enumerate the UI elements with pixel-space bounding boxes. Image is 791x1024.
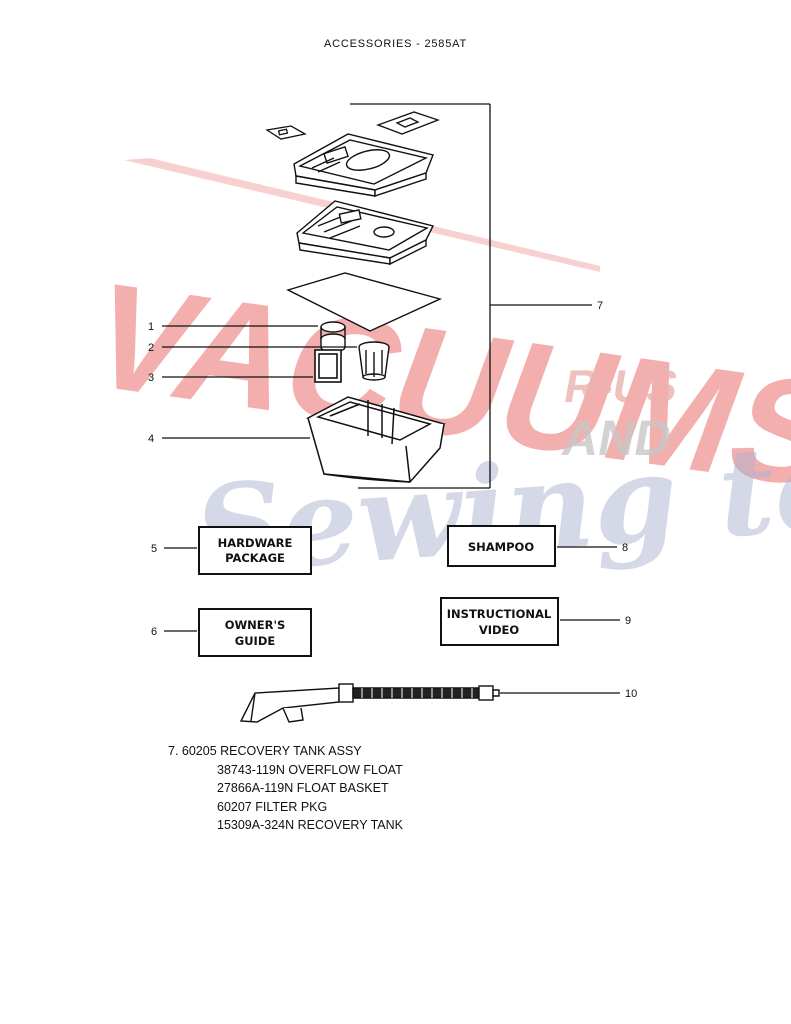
small-gasket-plate	[265, 125, 307, 140]
page-title: ACCESSORIES - 2585AT	[324, 38, 467, 50]
owners-guide-label-line2: GUIDE	[235, 634, 276, 648]
instructional-video-box: INSTRUCTIONAL VIDEO	[440, 597, 559, 646]
hardware-label-line2: PACKAGE	[225, 551, 285, 565]
recovery-tank	[305, 396, 446, 483]
owners-guide-label-line1: OWNER'S	[225, 618, 286, 632]
callout-7-bracket	[350, 103, 592, 489]
filter-sheet	[286, 272, 443, 332]
callout-2: 2	[148, 342, 154, 354]
callout-10: 10	[625, 688, 637, 700]
float-basket	[358, 341, 390, 381]
callout-3: 3	[148, 372, 154, 384]
shampoo-box: SHAMPOO	[447, 525, 556, 567]
parts-list-item: 60207 FILTER PKG	[217, 799, 328, 814]
recovery-tank-lid	[293, 133, 434, 197]
callout-1: 1	[148, 321, 154, 333]
callout-9: 9	[625, 615, 631, 627]
callout-8: 8	[622, 542, 628, 554]
callout-5: 5	[151, 543, 157, 555]
owners-guide-box: OWNER'S GUIDE	[198, 608, 312, 657]
callout-7: 7	[597, 300, 603, 312]
filter-pad	[314, 349, 342, 383]
hardware-package-box: HARDWARE PACKAGE	[198, 526, 312, 575]
watermark-rus: R-US	[560, 360, 682, 412]
video-label-line2: VIDEO	[479, 623, 520, 637]
hardware-label-line1: HARDWARE	[218, 536, 293, 550]
watermark-and: AND	[558, 409, 676, 466]
video-label-line1: INSTRUCTIONAL	[447, 607, 552, 621]
overflow-float	[320, 321, 346, 353]
hose-ribs	[361, 688, 473, 698]
parts-list-item: 15309A-324N RECOVERY TANK	[217, 818, 403, 832]
parts-list: 7. 60205 RECOVERY TANK ASSY 38743-119N O…	[168, 742, 403, 835]
filter-plate-top	[376, 111, 440, 135]
hose-wand-assembly	[239, 683, 500, 723]
parts-list-header: 7. 60205 RECOVERY TANK ASSY	[168, 744, 362, 758]
callout-4: 4	[148, 433, 154, 445]
shampoo-label: SHAMPOO	[468, 540, 534, 554]
lid-insert-plate	[296, 200, 435, 266]
parts-list-item: 38743-119N OVERFLOW FLOAT	[217, 762, 403, 777]
parts-list-item: 27866A-119N FLOAT BASKET	[217, 781, 389, 795]
callout-6: 6	[151, 626, 157, 638]
